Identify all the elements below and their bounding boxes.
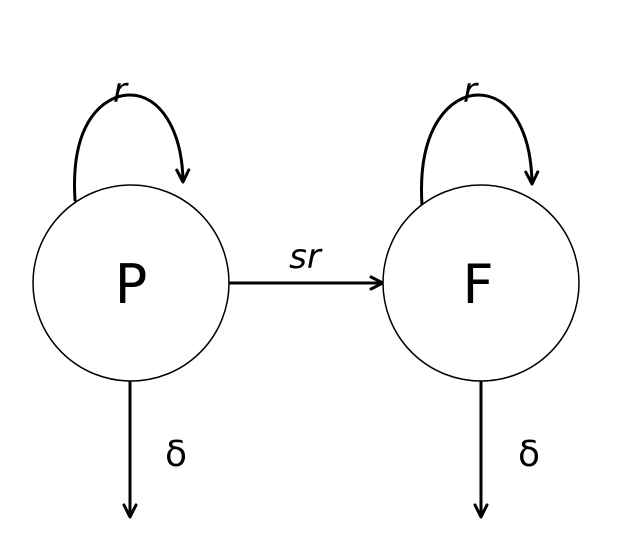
- node-f-circle: [382, 184, 580, 382]
- p-self-loop-label: r: [113, 71, 129, 111]
- node-f: F: [382, 184, 580, 382]
- node-p: P: [32, 184, 230, 382]
- f-self-loop-label: r: [463, 71, 479, 111]
- p-decay-label: δ: [165, 434, 187, 475]
- p-self-loop-arrow: [73, 93, 191, 202]
- p-to-f-label: sr: [289, 237, 323, 277]
- node-p-circle: [32, 184, 230, 382]
- f-decay-label: δ: [518, 434, 540, 475]
- node-f-label: F: [462, 253, 493, 316]
- node-p-label: P: [115, 253, 148, 316]
- f-self-loop-arrow: [420, 93, 540, 207]
